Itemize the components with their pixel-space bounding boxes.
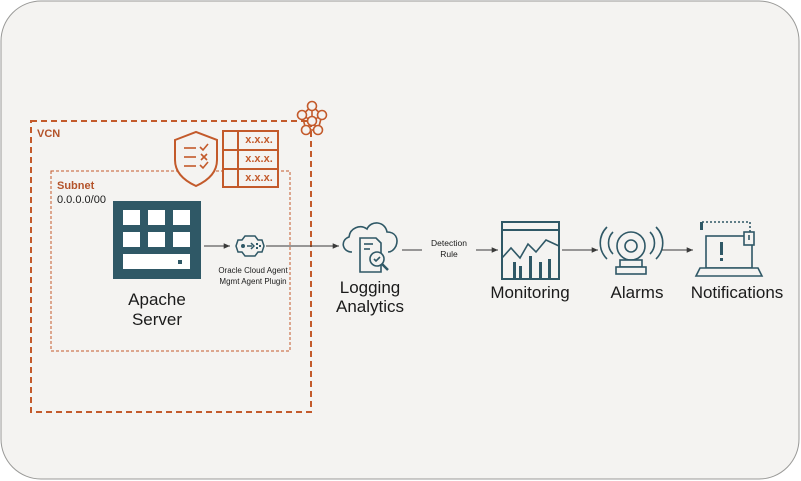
table-row-3-text: x.x.x. [245, 172, 273, 184]
monitoring-label: Monitoring [490, 283, 570, 302]
vcn-boundary [30, 120, 312, 413]
monitoring-icon [501, 221, 560, 280]
apache-server-label-line1: Apache [128, 290, 186, 309]
cloud-agent-plugin-icon [235, 235, 265, 257]
subnet-boundary [50, 170, 291, 352]
apache-server-icon [113, 201, 201, 279]
detection-rule-label-line1: Detection [431, 238, 467, 248]
agent-label-line2: Mgmt Agent Plugin [219, 277, 287, 286]
table-row-2-text: x.x.x. [245, 153, 273, 165]
apache-server-label-line2: Server [131, 310, 183, 329]
detection-rule-label-line2: Rule [440, 249, 458, 259]
notifications-label: Notifications [690, 283, 784, 302]
subnet-label: Subnet [57, 180, 95, 192]
logging-analytics-label-line2: Analytics [335, 297, 405, 316]
table-row-1-text: x.x.x. [245, 134, 273, 146]
alarms-label: Alarms [610, 283, 664, 302]
vcn-network-icon [296, 100, 328, 136]
detection-rule-label-bg [422, 237, 476, 261]
security-rules-table-icon [222, 130, 279, 188]
agent-label-line1: Oracle Cloud Agent [218, 266, 288, 275]
vcn-label: VCN [37, 128, 61, 140]
notifications-laptop-icon [694, 221, 764, 277]
shield-icon [174, 130, 218, 188]
logging-analytics-label-line1: Logging [339, 278, 401, 297]
logging-analytics-icon [342, 222, 398, 273]
subnet-cidr: 0.0.0.0/00 [57, 194, 106, 206]
alarm-bell-icon [599, 226, 664, 275]
